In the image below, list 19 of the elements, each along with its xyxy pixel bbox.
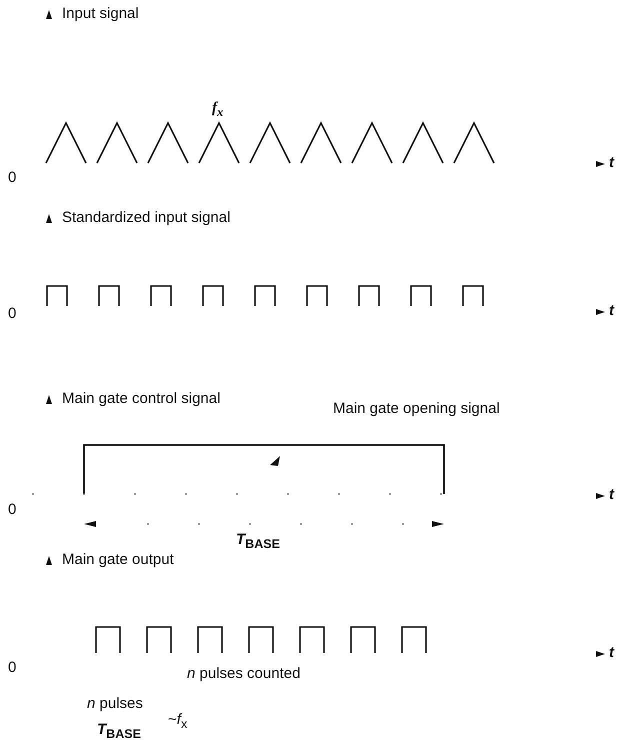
period-label: T$_{BASE}$ (236, 532, 280, 552)
axis-title: Main gate output (62, 552, 174, 568)
origin-label: 0 (8, 170, 16, 186)
frequency-label: f$_{x}$ (212, 100, 224, 120)
axis-title: Input signal (62, 6, 139, 22)
count-label: n pulses counted (187, 666, 300, 682)
axis-label: t (609, 155, 614, 172)
formula-denominator: T$_{BASE}$ (97, 722, 141, 742)
formula-approximation: ~f$_{x}$ (168, 712, 188, 732)
axis-label: t (609, 487, 614, 504)
origin-label: 0 (8, 502, 16, 518)
axis-title: Main gate control signal (62, 391, 220, 408)
axis-title: Standardized input signal (62, 210, 230, 226)
origin-label: 0 (8, 306, 16, 322)
signal-label: Main gate opening signal (333, 401, 500, 418)
formula-numerator: n pulses (87, 696, 143, 712)
origin-label: 0 (8, 660, 16, 676)
axis-label: t (609, 303, 614, 320)
axis-label: t (609, 645, 614, 662)
